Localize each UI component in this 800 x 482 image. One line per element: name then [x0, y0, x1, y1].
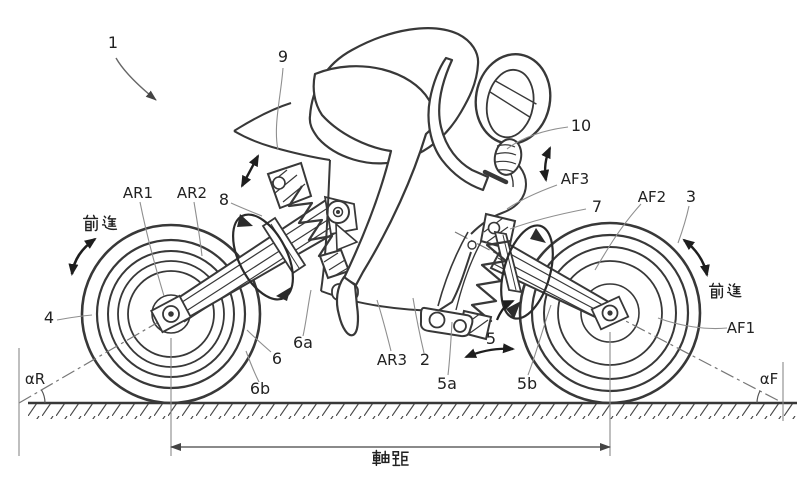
front-hub — [590, 295, 630, 331]
rear-rake-axis-line — [18, 211, 349, 404]
label-9: 9 — [278, 47, 288, 66]
rider-foot — [335, 275, 360, 337]
front-link-arrow — [495, 299, 515, 321]
front-forward-arrow — [682, 238, 710, 277]
leader-7 — [509, 208, 587, 230]
label-6: 6 — [272, 349, 282, 368]
tail-outline — [233, 102, 292, 132]
label-6a: 6a — [293, 333, 313, 352]
label-2: 2 — [420, 350, 430, 369]
rider-helmet — [474, 53, 552, 145]
leader-3 — [677, 205, 690, 244]
alpha-r-angle-arc — [40, 389, 46, 404]
leader-10 — [506, 126, 569, 150]
forward-label-front-text: 前進 — [708, 284, 742, 304]
rider-hand — [493, 138, 523, 176]
leader-ar1 — [139, 201, 165, 297]
label-8: 8 — [219, 190, 229, 209]
label-5b: 5b — [517, 374, 537, 393]
ground — [28, 401, 797, 419]
label-ar3: AR3 — [377, 351, 407, 369]
rider-arm — [427, 56, 490, 192]
label-ar2: AR2 — [177, 184, 207, 202]
label-af2: AF2 — [638, 188, 666, 206]
leader-9 — [275, 67, 284, 151]
leader-8 — [230, 202, 263, 217]
tail-motion-arrow — [240, 154, 260, 188]
wheelbase-dimension — [18, 332, 784, 456]
leader-ar3 — [376, 299, 392, 352]
leader-5a — [447, 321, 453, 376]
alpha-f-angle-arc — [756, 390, 761, 404]
leader-5b — [527, 304, 552, 376]
leader-ar2 — [193, 201, 203, 257]
label-5-motion-arrow — [464, 343, 515, 359]
label-1: 1 — [108, 33, 118, 52]
leader-af1 — [657, 317, 728, 330]
rider — [308, 27, 552, 337]
rear-steer-rotation-arrow — [232, 213, 294, 301]
leader-6b — [245, 350, 260, 383]
front-steer-rotation-arrow — [500, 224, 554, 320]
forward-label-rear-text: 前進 — [82, 216, 116, 236]
leader-6 — [246, 329, 272, 353]
label-6b: 6b — [250, 379, 270, 398]
rear-forward-arrow — [68, 237, 97, 276]
af3-motion-arrow — [539, 146, 552, 182]
label-alpha-r: αR — [25, 370, 45, 388]
label-af3: AF3 — [561, 170, 589, 188]
wheelbase-label-text: 軸距 — [373, 450, 407, 470]
leader-2 — [412, 297, 425, 354]
lower-frame-bracket — [419, 306, 474, 338]
label-5: 5 — [486, 329, 496, 348]
label-5a: 5a — [437, 374, 457, 393]
label-7: 7 — [592, 197, 602, 216]
label-3: 3 — [686, 187, 696, 206]
leader-lines — [56, 67, 728, 383]
leader-4 — [56, 314, 93, 321]
label-alpha-f: αF — [760, 370, 779, 388]
label-af1: AF1 — [727, 319, 755, 337]
leader-af2 — [594, 203, 642, 271]
label-10: 10 — [571, 116, 591, 135]
leader-af3 — [506, 184, 558, 210]
label-1-arrow — [115, 57, 157, 101]
label-ar1: AR1 — [123, 184, 153, 202]
rear-hub — [150, 294, 192, 334]
front-wheel — [518, 221, 702, 405]
leader-6a — [302, 289, 312, 337]
handlebar-grip — [482, 169, 509, 185]
rider-leg — [312, 65, 436, 287]
rear-shock-spring — [266, 161, 351, 280]
label-4: 4 — [44, 308, 54, 327]
